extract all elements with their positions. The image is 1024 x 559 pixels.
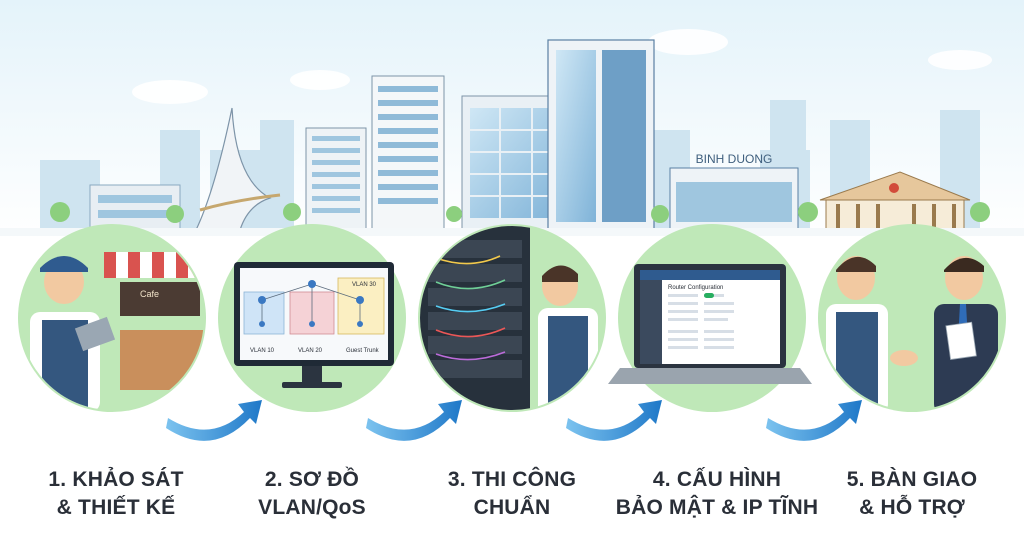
- step-3-line-2: CHUẨN: [473, 496, 551, 519]
- step-4-line-2: BẢO MẬT & IP TĨNH: [615, 496, 819, 519]
- trees: [50, 202, 990, 223]
- step-label-5: 5. BÀN GIAO & HỖ TRỢ: [812, 466, 1012, 522]
- cafe-sign: Cafe: [140, 289, 159, 299]
- step-1-line-1: 1. KHẢO SÁT: [48, 468, 184, 491]
- step-label-1: 1. KHẢO SÁT & THIẾT KẾ: [16, 466, 216, 522]
- panel-handover: [818, 224, 1006, 412]
- clouds: [132, 29, 992, 104]
- vlan-label-2: VLAN 20: [298, 348, 323, 354]
- flow-arrows: [166, 400, 862, 441]
- vlan-label-1: VLAN 10: [250, 348, 275, 354]
- panel-vlan: VLAN 10 VLAN 20 VLAN 30 Guest Trunk: [218, 224, 406, 412]
- step-label-4: 4. CẤU HÌNH BẢO MẬT & IP TĨNH: [612, 466, 822, 522]
- arrow-3-to-4: [566, 400, 662, 441]
- step-2-line-1: 2. SƠ ĐỒ: [264, 468, 360, 491]
- arrow-1-to-2: [166, 400, 262, 441]
- step-1-line-2: & THIẾT KẾ: [56, 496, 176, 519]
- arrow-4-to-5: [766, 400, 862, 441]
- step-2-line-2: VLAN/QoS: [258, 496, 366, 519]
- arrow-2-to-3: [366, 400, 462, 441]
- skyline: BINH DUONG: [89, 39, 971, 231]
- panel-survey: Cafe: [18, 224, 206, 412]
- step-4-line-1: 4. CẤU HÌNH: [652, 468, 782, 491]
- panel-config: Router Configuration: [608, 224, 812, 412]
- panel-install: [418, 224, 606, 412]
- router-config-title: Router Configuration: [668, 285, 723, 291]
- vlan-label-4: Guest Trunk: [346, 348, 380, 354]
- vlan-label-3: VLAN 30: [352, 282, 377, 288]
- city-sign: BINH DUONG: [696, 152, 773, 166]
- step-5-line-1: 5. BÀN GIAO: [846, 468, 978, 491]
- step-3-line-1: 3. THI CÔNG: [447, 468, 577, 491]
- step-label-2: 2. SƠ ĐỒ VLAN/QoS: [212, 466, 412, 522]
- step-5-line-2: & HỖ TRỢ: [859, 496, 965, 519]
- step-label-3: 3. THI CÔNG CHUẨN: [412, 466, 612, 522]
